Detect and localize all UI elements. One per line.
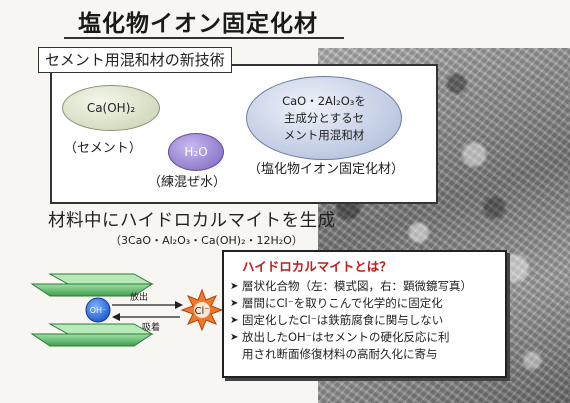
- hydrocalumite-heading: 材料中にハイドロカルマイトを生成: [48, 211, 336, 231]
- chloride-ion: [194, 302, 210, 318]
- hydrocalumite-info-box: ハイドロカルマイトとは？ ➤ 層状化合物（左：模式図，右：顕微鏡写真） ➤ 層間…: [222, 250, 507, 378]
- hydroxide-ion-label: OH⁻: [90, 306, 107, 315]
- info-item-text: 放出したOH⁻はセメントの硬化反応に利: [242, 330, 450, 344]
- water-ellipse: H₂O: [168, 133, 224, 171]
- adsorb-label: 吸着: [142, 321, 160, 333]
- adsorb-arrow-head: [112, 313, 120, 321]
- section-label: セメント用混和材の新技術: [38, 47, 232, 73]
- hydrocalumite-info-title: ハイドロカルマイトとは？: [242, 259, 392, 274]
- hydroxide-ion: [85, 297, 111, 323]
- arrow-bullet-icon: ➤: [230, 315, 239, 326]
- info-item: ➤ 固定化したCl⁻は鉄筋腐食に関与しない: [230, 312, 499, 329]
- cement-caption: （セメント）: [64, 141, 142, 156]
- info-item-text: 層間にCl⁻を取りこんで化学的に固定化: [242, 296, 443, 310]
- water-label: H₂O: [184, 145, 208, 159]
- top-layer-front: [30, 283, 154, 297]
- info-item-text: 用され断面修復材料の高耐久化に寄与: [242, 347, 438, 361]
- admixture-line-1: CaO・2Al₂O₃を: [282, 93, 366, 108]
- page-title: 塩化物イオン固定化材: [78, 11, 318, 37]
- chloride-ion-label: Cl⁻: [194, 306, 209, 317]
- layered-structure-diagram: OH⁻ 放出 吸着 Cl⁻: [30, 273, 224, 347]
- mixing-water-caption: （練混ぜ水）: [148, 175, 227, 190]
- release-label: 放出: [130, 291, 148, 303]
- bottom-layer-front: [30, 333, 154, 347]
- admixture-line-2: 主成分とするセ: [283, 110, 365, 125]
- release-arrow-head: [175, 301, 183, 309]
- title-underline: [64, 37, 344, 39]
- info-item: ➤ 層状化合物（左：模式図，右：顕微鏡写真）: [230, 278, 499, 295]
- admixture-line-3: メント用混和材: [283, 127, 365, 142]
- info-item: ➤ 層間にCl⁻を取りこんで化学的に固定化: [230, 295, 499, 312]
- info-item-continuation: 用され断面修復材料の高耐久化に寄与: [230, 346, 499, 363]
- info-item-text: 固定化したCl⁻は鉄筋腐食に関与しない: [242, 313, 444, 327]
- arrow-bullet-icon: ➤: [230, 281, 239, 292]
- calcium-hydroxide-ellipse: Ca(OH)₂: [62, 85, 160, 131]
- info-item: ➤ 放出したOH⁻はセメントの硬化反応に利: [230, 329, 499, 346]
- bottom-layer-top: [48, 323, 154, 335]
- chloride-fixing-caption: （塩化物イオン固定化材）: [248, 162, 405, 177]
- hydrocalumite-formula: （3CaO・Al₂O₃・Ca(OH)₂・12H₂O）: [110, 234, 303, 247]
- arrow-bullet-icon: ➤: [230, 332, 239, 343]
- calcium-hydroxide-label: Ca(OH)₂: [86, 101, 136, 115]
- top-layer-top: [48, 273, 154, 285]
- info-item-text: 層状化合物（左：模式図，右：顕微鏡写真）: [242, 279, 472, 293]
- admixture-ellipse: CaO・2Al₂O₃を 主成分とするセ メント用混和材: [246, 76, 402, 160]
- arrow-bullet-icon: ➤: [230, 298, 239, 309]
